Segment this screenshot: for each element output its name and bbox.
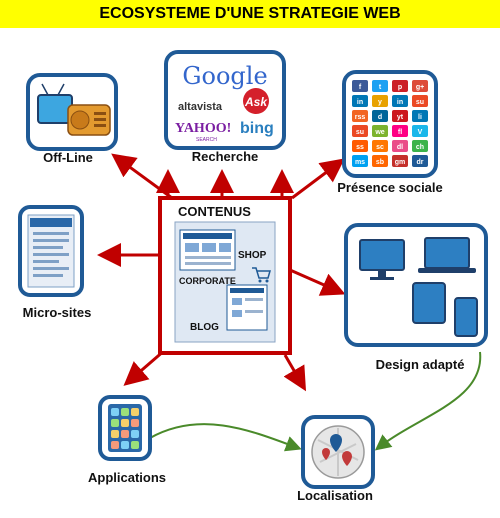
social-tile-glyph: in <box>397 99 403 106</box>
yahoo-search-label: SEARCH <box>196 137 217 143</box>
altavista-logo: altavista <box>178 101 223 113</box>
tablet-apps-icon <box>98 395 152 461</box>
social-grid-icon: f t p g+ in y in su rss d yt li su we fl Vss sc dl ch ms sb g… <box>342 70 438 178</box>
social-tile-icon <box>372 80 388 92</box>
center-label: CONTENUS <box>178 204 251 219</box>
radio-tv-icon <box>26 73 118 151</box>
social-tile-glyph: ss <box>356 144 364 151</box>
app-tile-icon <box>131 408 139 416</box>
social-tile-icon <box>372 95 388 107</box>
map-pin-icon <box>301 415 375 489</box>
devices-icon <box>344 223 488 347</box>
yahoo-logo: YAHOO! <box>175 121 231 136</box>
social-tile-icon <box>392 125 408 137</box>
center-box <box>158 196 292 355</box>
app-tile-icon <box>121 419 129 427</box>
social-tile-glyph: dl <box>397 144 403 151</box>
arrow-offline <box>111 153 173 200</box>
label-design-adapte: Design adapté <box>375 357 465 372</box>
google-logo: Google <box>182 62 267 90</box>
app-tile-icon <box>111 419 119 427</box>
social-tile-icon <box>412 110 428 122</box>
cart-icon <box>252 267 271 283</box>
social-tile-glyph: f <box>359 84 362 91</box>
social-tile-glyph: t <box>379 84 382 91</box>
app-tile-icon <box>111 408 119 416</box>
arrow-design-to-localisation <box>374 351 482 451</box>
title-banner: ECOSYSTEME D'UNE STRATEGIE WEB <box>0 0 500 28</box>
ask-logo: Ask <box>244 95 268 109</box>
social-tile-icon <box>352 95 368 107</box>
social-tile-glyph: ch <box>416 144 424 151</box>
social-tile-glyph: p <box>398 84 402 91</box>
social-tile-icon <box>372 110 388 122</box>
social-tile-glyph: rss <box>355 114 366 121</box>
social-tile-icon <box>392 140 408 152</box>
social-tile-icon <box>372 155 388 167</box>
label-micro-sites: Micro-sites <box>22 305 92 320</box>
micro-site-icon <box>18 205 84 297</box>
social-tile-glyph: gm <box>395 159 406 166</box>
social-tile-icon <box>352 125 368 137</box>
app-tile-icon <box>121 441 129 449</box>
arrow-design <box>289 268 346 296</box>
app-tile-icon <box>111 430 119 438</box>
social-tile-glyph: fl <box>398 129 402 136</box>
social-tile-icon <box>392 80 408 92</box>
social-tile-glyph: su <box>356 129 364 136</box>
social-tile-icon <box>372 140 388 152</box>
social-tile-icon <box>392 95 408 107</box>
social-tile-icon <box>352 155 368 167</box>
label-recherche: Recherche <box>191 149 259 164</box>
arrow-applications <box>123 348 166 386</box>
social-tile-glyph: in <box>357 99 363 106</box>
social-tile-icon <box>412 95 428 107</box>
shop-label: SHOP <box>238 250 267 261</box>
blog-label: BLOG <box>190 322 219 333</box>
arrow-apps-to-localisation <box>149 423 302 452</box>
social-tile-glyph: sb <box>376 159 384 166</box>
app-tile-icon <box>121 408 129 416</box>
social-tile-icon <box>412 80 428 92</box>
social-tile-icon <box>352 80 368 92</box>
social-tile-icon <box>372 125 388 137</box>
arrows-green <box>149 351 482 452</box>
bing-logo: bing <box>240 120 274 137</box>
label-offline: Off-Line <box>43 150 93 165</box>
arrow-localisation <box>283 354 307 392</box>
social-tile-glyph: V <box>418 129 423 136</box>
app-tile-icon <box>111 441 119 449</box>
app-tile-icon <box>121 430 129 438</box>
social-tile-glyph: li <box>418 114 422 121</box>
social-tile-icon <box>352 140 368 152</box>
social-tile-glyph: g+ <box>416 84 424 91</box>
social-tile-icon <box>412 140 428 152</box>
label-presence-sociale: Présence sociale <box>337 180 443 195</box>
label-applications: Applications <box>87 470 167 485</box>
social-tile-glyph: ms <box>355 159 365 166</box>
social-tile-glyph: yt <box>397 114 404 121</box>
social-tile-icon <box>412 125 428 137</box>
social-tile-icon <box>392 155 408 167</box>
social-tile-glyph: dr <box>417 159 424 166</box>
diagram-title: ECOSYSTEME D'UNE STRATEGIE WEB <box>99 5 401 22</box>
arrow-presence <box>291 158 345 200</box>
app-tile-icon <box>131 441 139 449</box>
social-tile-glyph: su <box>416 99 424 106</box>
social-tile-icon <box>352 110 368 122</box>
search-logos-icon: Google altavista Ask YAHOO! SEARCH bing <box>164 50 286 150</box>
label-localisation: Localisation <box>297 488 373 503</box>
social-tile-glyph: sc <box>376 144 384 151</box>
arrows-red <box>97 153 346 392</box>
social-tile-glyph: y <box>378 99 382 106</box>
social-tile-glyph: we <box>374 129 384 136</box>
app-tile-icon <box>131 430 139 438</box>
app-tile-icon <box>131 419 139 427</box>
corporate-label: CORPORATE <box>179 276 236 286</box>
social-tile-glyph: d <box>378 114 382 121</box>
social-tile-icon <box>412 155 428 167</box>
social-tile-icon <box>392 110 408 122</box>
